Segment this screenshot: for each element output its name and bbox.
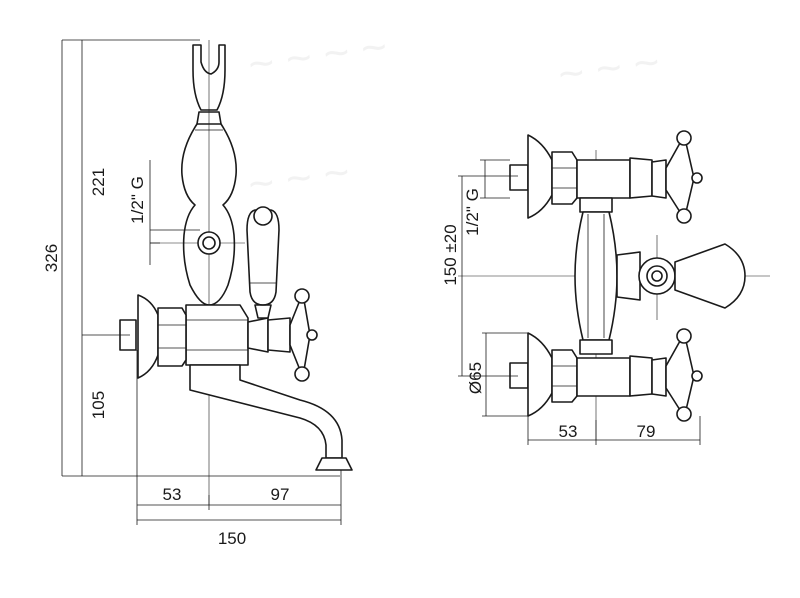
upper-valve-body	[576, 159, 631, 199]
upper-wall-pipe	[509, 164, 529, 191]
valve-bonnet	[247, 317, 269, 353]
diverter-stem	[254, 304, 272, 319]
outlet-ring	[197, 231, 221, 255]
svg-text:~ ~ ~ ~: ~ ~ ~ ~	[245, 22, 390, 90]
left-view: 326 221 105 1/2" G 53 97 150	[42, 39, 353, 548]
bath-spout	[189, 364, 343, 459]
dim-overall-width: 150	[218, 529, 246, 548]
lower-nut	[551, 349, 578, 403]
upper-handle-bottom-knob	[676, 208, 692, 224]
dim-lower-height: 105	[89, 391, 108, 419]
cross-handle-end-knob	[306, 329, 318, 341]
lower-handle-top-knob	[676, 328, 692, 344]
dim-upper-height: 221	[89, 168, 108, 196]
upper-handle-top-knob	[676, 130, 692, 146]
dim-right-width: 97	[271, 485, 290, 504]
svg-text:~ ~ ~: ~ ~ ~	[555, 37, 662, 100]
dim-right-right-width: 79	[637, 422, 656, 441]
dim-thread-label: 1/2" G	[128, 176, 147, 224]
lower-wall-pipe	[509, 362, 529, 389]
central-column	[574, 211, 618, 341]
shower-holder-hook	[192, 44, 226, 111]
spout-aerator	[315, 457, 353, 471]
spout-front	[674, 243, 746, 309]
lower-escutcheon	[527, 332, 553, 417]
dim-right-left-width: 53	[559, 422, 578, 441]
diverter-knob	[253, 206, 273, 226]
lower-valve-body	[576, 357, 631, 397]
right-view: 150 ±20 1/2" G Ø65 53 79	[441, 130, 770, 445]
lower-cross-handle	[665, 340, 695, 411]
dim-left-width: 53	[163, 485, 182, 504]
upper-nut	[551, 151, 578, 205]
lower-handle-bottom-knob	[676, 406, 692, 422]
cross-handle-top-knob	[294, 288, 310, 304]
inlet-nut	[157, 307, 187, 367]
dim-total-height: 326	[42, 244, 61, 272]
wall-escutcheon	[137, 294, 159, 379]
mixer-body	[185, 304, 249, 366]
upper-cross-handle	[665, 142, 695, 213]
valve-headpiece	[267, 317, 291, 353]
dim-diameter: Ø65	[466, 362, 485, 394]
svg-text:~ ~ ~: ~ ~ ~	[245, 147, 352, 210]
dim-center-distance: 150 ±20	[441, 224, 460, 285]
dim-thread-label-right: 1/2" G	[463, 188, 482, 236]
upper-valve-bonnet	[629, 157, 653, 199]
cross-handle-bottom-knob	[294, 366, 310, 382]
upper-escutcheon	[527, 134, 553, 219]
outlet-bore	[202, 236, 216, 250]
